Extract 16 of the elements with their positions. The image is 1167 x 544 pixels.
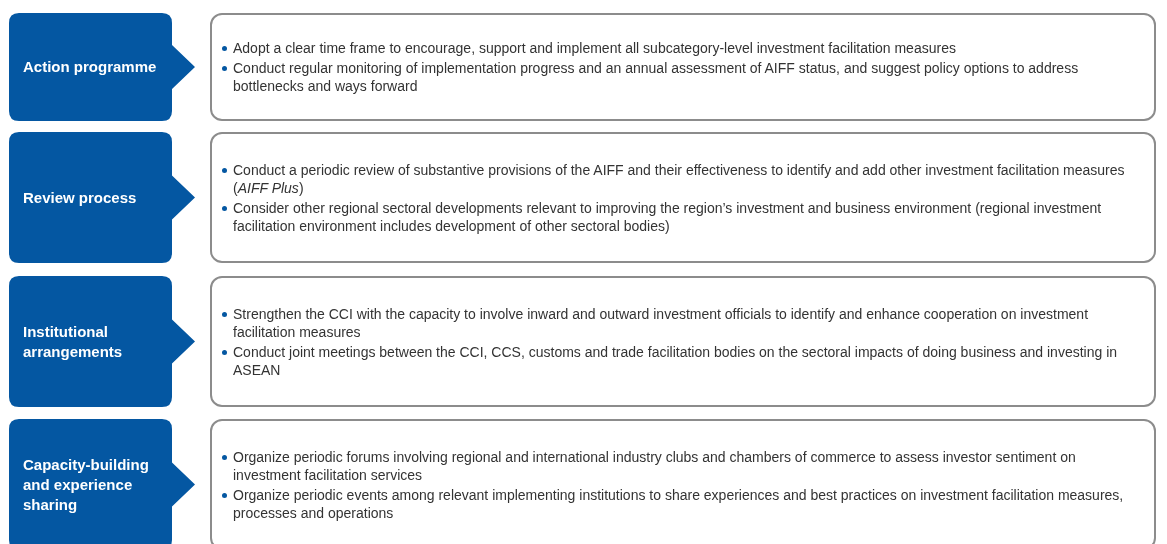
bullet-panel	[210, 419, 1156, 544]
bullet-text: Conduct a periodic review of substantive provisions of the AIFF and their effectiveness to identify and add other investment facilitation measures (AIFF Plus)	[233, 160, 1126, 197]
bullet-text: Consider other regional sectoral developments relevant to improving the region’s investment and business environment (regional investment facilitation environment includes development of other sectoral bodies)	[233, 198, 1103, 235]
section-title: Institutional arrangements	[23, 321, 124, 362]
bullet-text: Adopt a clear time frame to encourage, support and implement all subcategory-level investment facilitation measures	[233, 39, 956, 57]
bullet-panel	[210, 276, 1156, 407]
bullet-text: Organize periodic forums involving regional and international industry clubs and chambers of commerce to assess investor sentiment on investment facilitation services	[233, 447, 1077, 484]
bullet-text: Conduct joint meetings between the CCI, CCS, customs and trade facilitation bodies on the sectoral impacts of doing business and investing in ASEAN	[233, 342, 1119, 379]
bullet-text: Organize periodic events among relevant implementing institutions to share experiences and best practices on investment facilitation measures, processes and operations	[233, 485, 1125, 522]
section-title: Review process	[23, 187, 138, 208]
bullet-panel	[210, 13, 1156, 121]
section-title: Capacity-building and experience sharing	[23, 454, 150, 515]
bullet-text: Conduct regular monitoring of implementation progress and an annual assessment of AIFF status, and suggest policy options to address bottlenecks and ways forward	[233, 59, 1080, 95]
bullet-panel	[210, 132, 1156, 263]
bullet-text: Strengthen the CCI with the capacity to involve inward and outward investment officials to identify and enhance cooperation on investment facilitation measures	[233, 304, 1090, 341]
section-title: Action programme	[23, 57, 158, 77]
